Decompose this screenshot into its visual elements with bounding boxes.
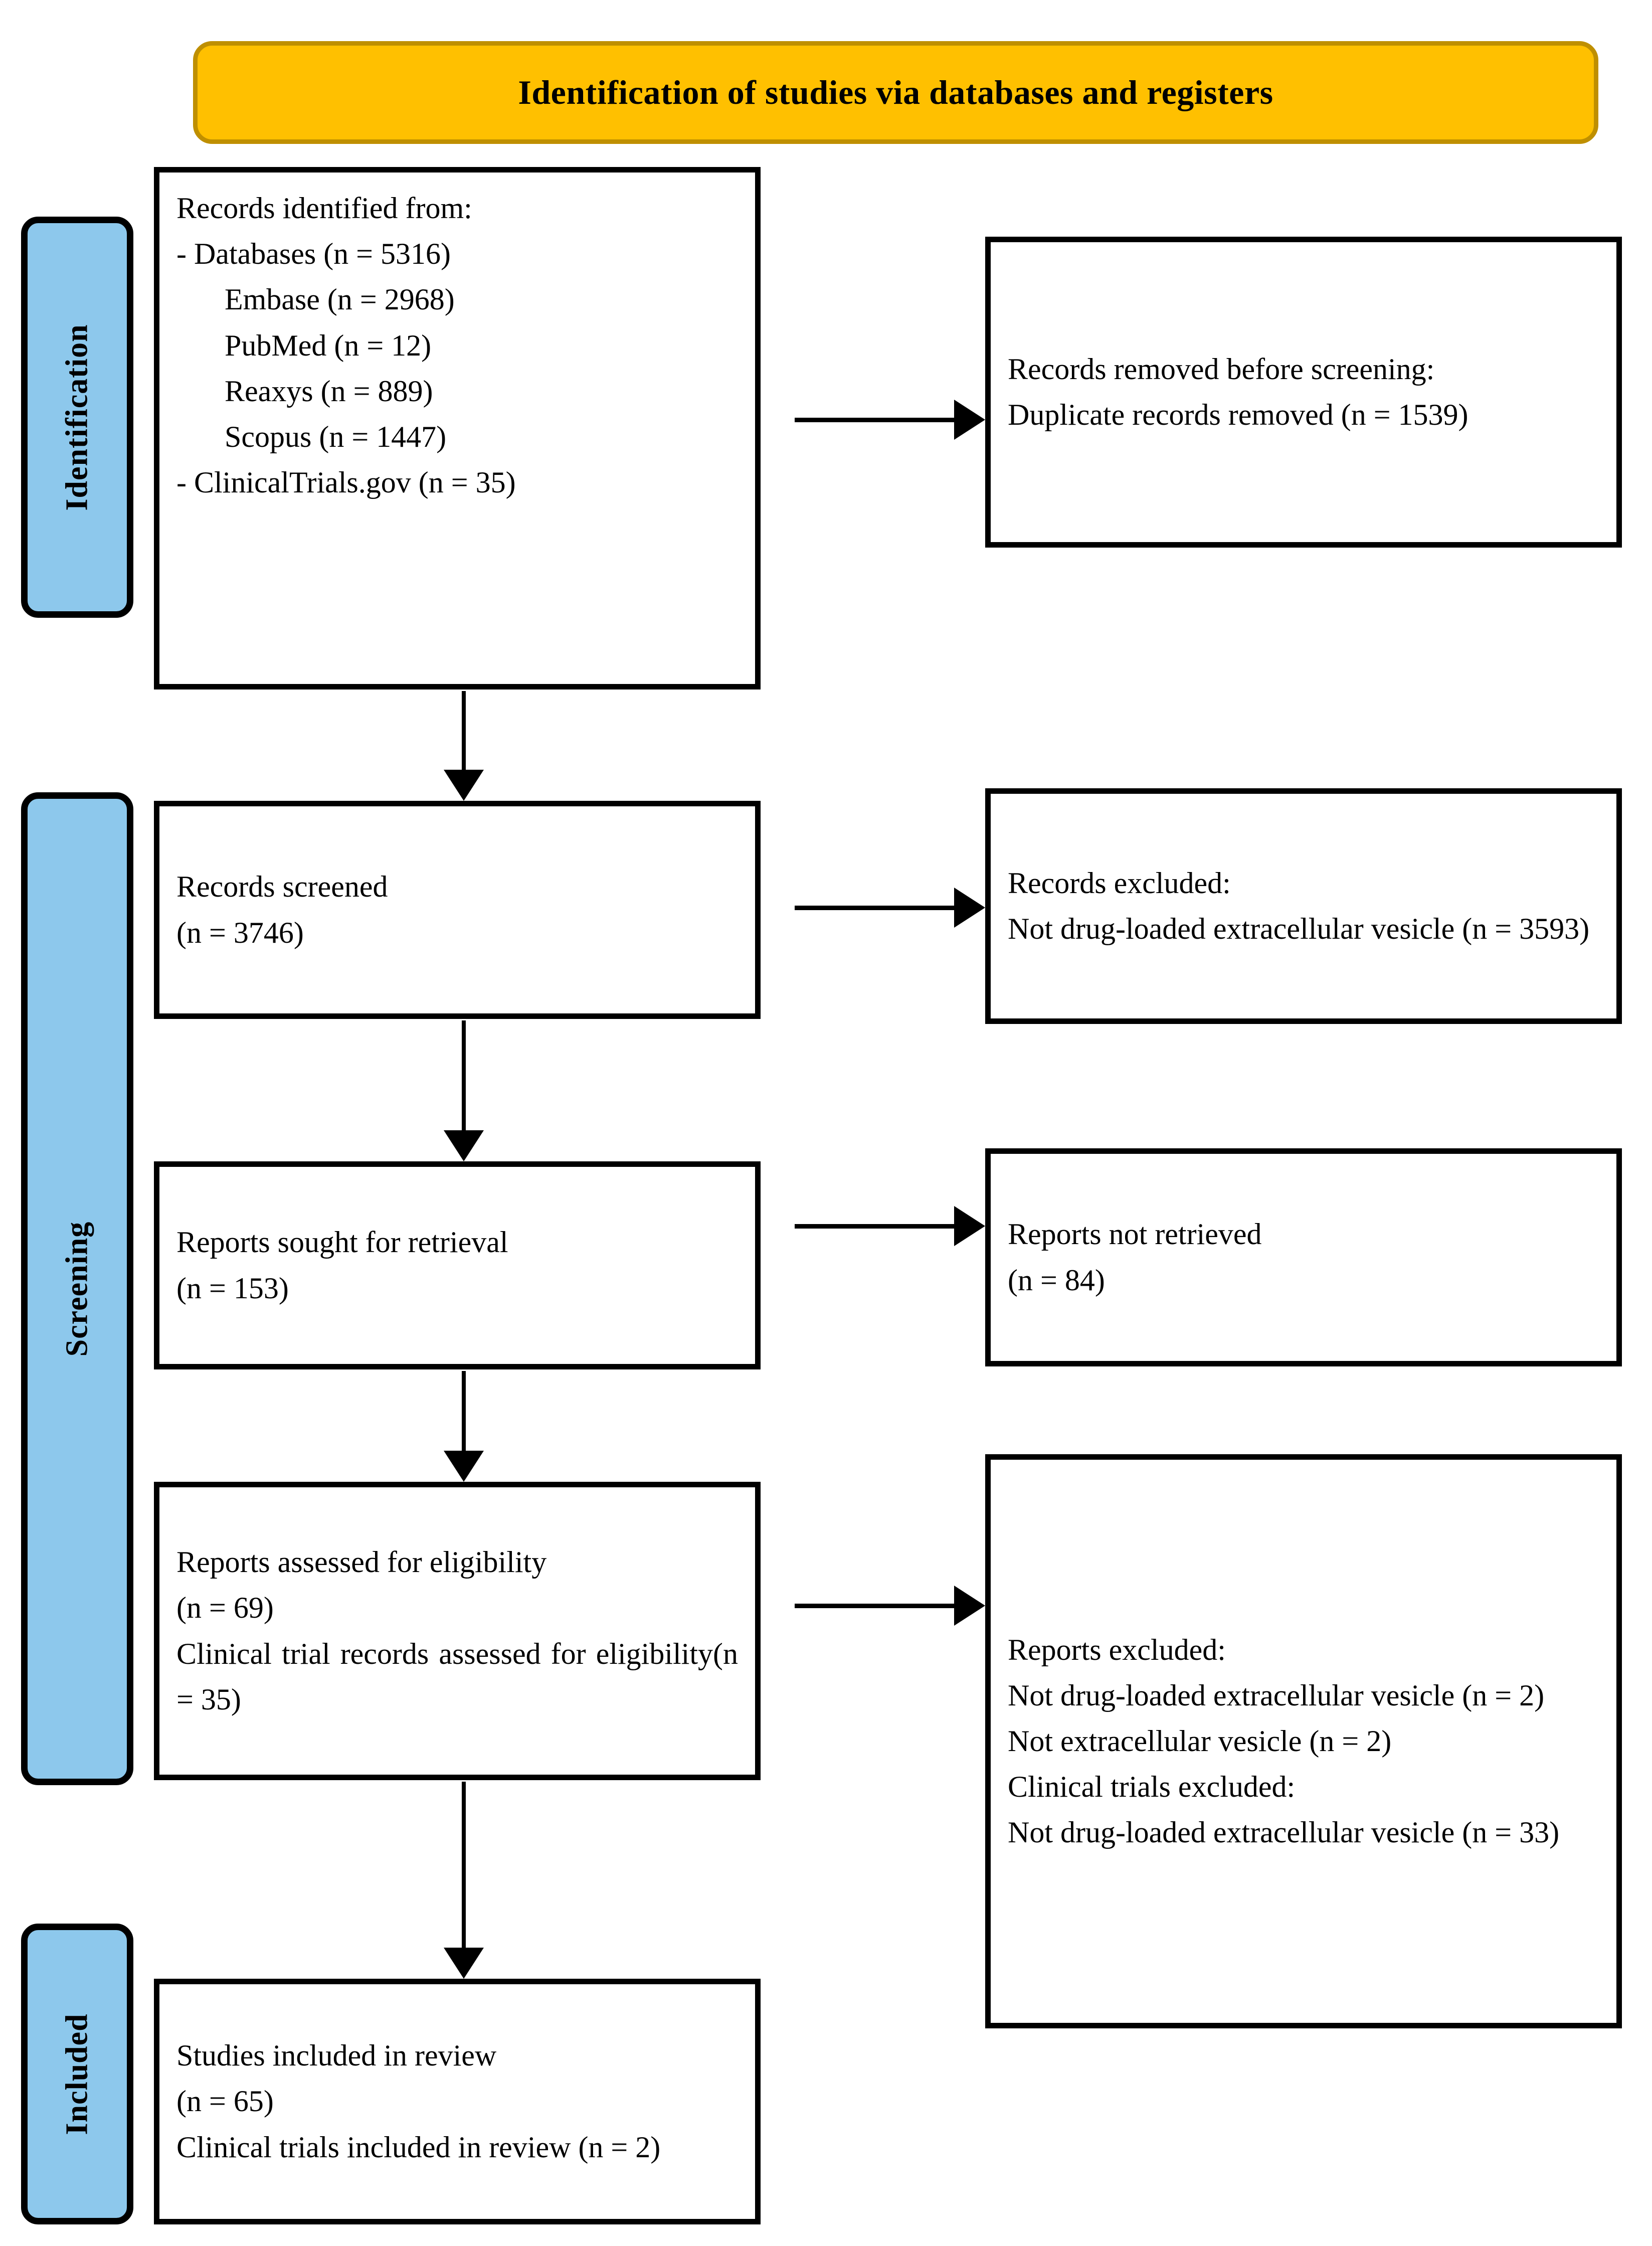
arrow-shaft [462, 691, 466, 770]
stage-label-identification: Identification [21, 217, 133, 618]
reports-sought-count: (n = 153) [176, 1271, 289, 1305]
arrow-shaft [795, 418, 955, 422]
arrow-shaft [462, 1020, 466, 1130]
stage-label-screening: Screening [21, 792, 133, 1785]
reports-excluded-reason-1: Not drug-loaded extracellular vesicle (n… [1008, 1678, 1545, 1712]
records-identified-pubmed: PubMed (n = 12) [225, 328, 432, 362]
stage-label-screening-text: Screening [60, 1221, 94, 1356]
records-identified-databases: - Databases (n = 5316) [176, 237, 451, 271]
reports-excluded-clinical-heading: Clinical trials excluded: [1008, 1770, 1296, 1804]
box-records-removed: Records removed before screening: Duplic… [985, 237, 1622, 548]
arrow-shaft [795, 1604, 955, 1608]
records-removed-duplicates: Duplicate records removed (n = 1539) [1008, 398, 1469, 431]
records-identified-scopus: Scopus (n = 1447) [225, 420, 447, 453]
arrow-head-right-icon [954, 1206, 985, 1246]
records-identified-reaxys: Reaxys (n = 889) [225, 374, 433, 408]
diagram-title-text: Identification of studies via databases … [518, 73, 1273, 112]
arrow-head-down-icon [444, 1130, 484, 1161]
arrow-shaft [462, 1782, 466, 1948]
arrow-head-down-icon [444, 770, 484, 801]
reports-assessed-heading: Reports assessed for eligibility [176, 1545, 547, 1579]
stage-label-included: Included [21, 1924, 133, 2224]
box-records-screened: Records screened (n = 3746) [154, 801, 761, 1019]
box-records-identified: Records identified from: - Databases (n … [154, 167, 761, 689]
box-reports-assessed: Reports assessed for eligibility (n = 69… [154, 1482, 761, 1780]
studies-included-count: (n = 65) [176, 2085, 274, 2118]
records-identified-clinicaltrials: - ClinicalTrials.gov (n = 35) [176, 466, 516, 499]
diagram-title-banner: Identification of studies via databases … [193, 41, 1598, 144]
records-excluded-reason: Not drug-loaded extracellular vesicle (n… [1008, 912, 1590, 945]
reports-assessed-count: (n = 69) [176, 1591, 274, 1625]
reports-assessed-clinical: Clinical trial records assessed for elig… [176, 1637, 738, 1716]
reports-sought-heading: Reports sought for retrieval [176, 1226, 508, 1259]
arrow-head-right-icon [954, 888, 985, 928]
records-screened-count: (n = 3746) [176, 916, 304, 949]
box-studies-included: Studies included in review (n = 65) Clin… [154, 1979, 761, 2224]
studies-included-heading: Studies included in review [176, 2039, 497, 2072]
records-identified-heading: Records identified from: [176, 192, 472, 225]
arrow-head-right-icon [954, 400, 985, 440]
studies-included-clinical: Clinical trials included in review (n = … [176, 2130, 661, 2164]
box-records-excluded: Records excluded: Not drug-loaded extrac… [985, 788, 1622, 1024]
stage-label-identification-text: Identification [60, 323, 94, 511]
reports-not-retrieved-count: (n = 84) [1008, 1263, 1105, 1297]
records-removed-heading: Records removed before screening: [1008, 352, 1435, 386]
records-screened-heading: Records screened [176, 870, 388, 904]
stage-label-included-text: Included [60, 2013, 94, 2135]
box-reports-not-retrieved: Reports not retrieved (n = 84) [985, 1148, 1622, 1366]
arrow-shaft [795, 1224, 955, 1229]
records-excluded-heading: Records excluded: [1008, 866, 1231, 900]
box-reports-excluded: Reports excluded: Not drug-loaded extrac… [985, 1454, 1622, 2028]
arrow-head-right-icon [954, 1586, 985, 1626]
reports-excluded-clinical-reason: Not drug-loaded extracellular vesicle (n… [1008, 1816, 1560, 1849]
reports-excluded-reason-2: Not extracellular vesicle (n = 2) [1008, 1724, 1392, 1758]
records-identified-embase: Embase (n = 2968) [225, 283, 455, 316]
reports-excluded-heading: Reports excluded: [1008, 1633, 1226, 1666]
arrow-shaft [795, 906, 955, 910]
arrow-head-down-icon [444, 1948, 484, 1979]
reports-not-retrieved-heading: Reports not retrieved [1008, 1218, 1262, 1251]
box-reports-sought: Reports sought for retrieval (n = 153) [154, 1161, 761, 1369]
arrow-shaft [462, 1371, 466, 1451]
arrow-head-down-icon [444, 1451, 484, 1482]
